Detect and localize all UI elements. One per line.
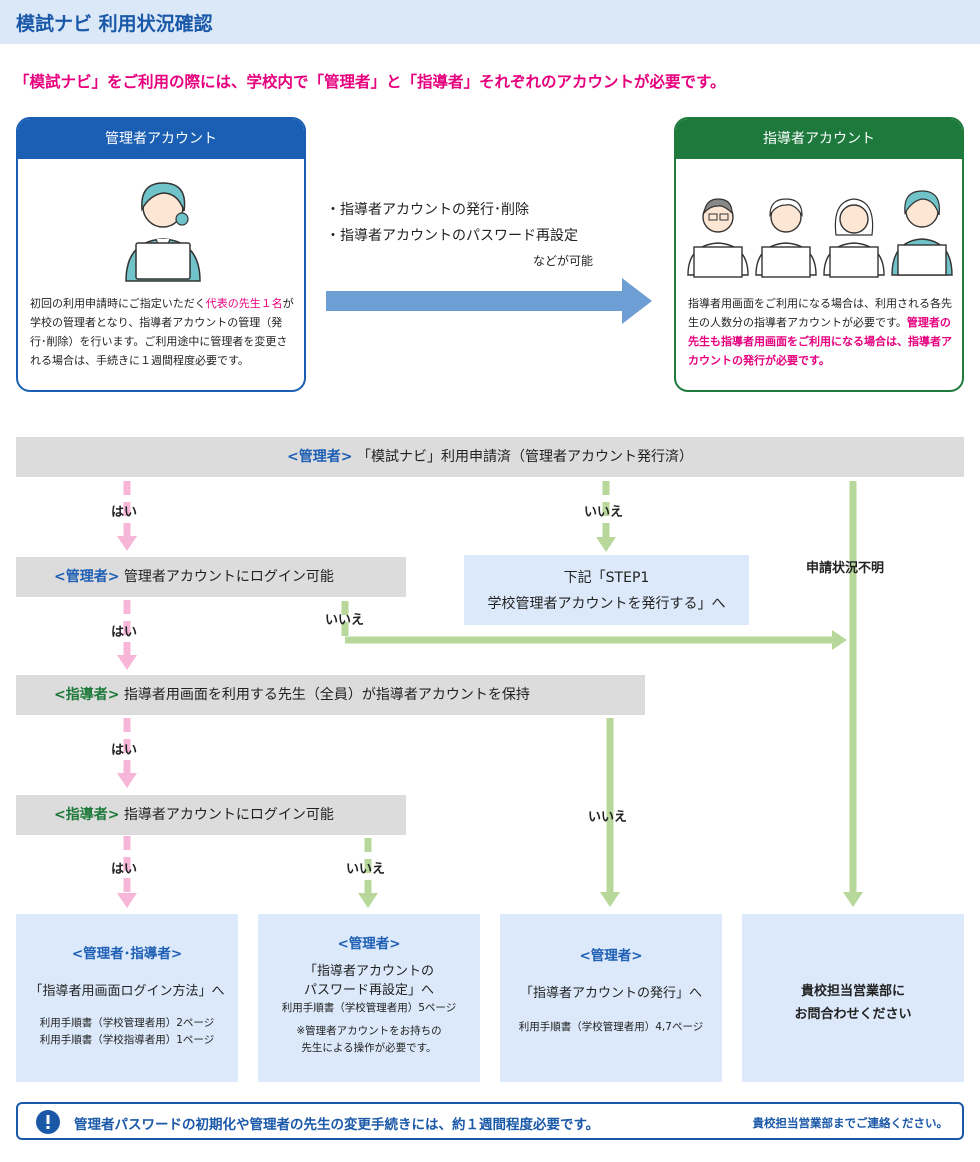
teacher-text-normal: 指導者用画面をご利用になる場合は、利用される各先生の人数分の指導者アカウントが必… xyxy=(688,297,952,329)
result-1-sub-1: 利用手順書（学校管理者用）2ページ xyxy=(39,1017,215,1029)
result-1-sub-2: 利用手順書（学校指導者用）1ページ xyxy=(39,1034,215,1046)
admin-text-part: 初回の利用申請時にご指定いただく xyxy=(30,297,206,310)
no-label-4: いいえ xyxy=(346,862,386,877)
yes-label-3: はい xyxy=(111,743,138,758)
question-3-bar: <指導者> 指導者用画面を利用する先生（全員）が指導者アカウントを保持 xyxy=(16,675,645,715)
question-2-bar: <管理者> 管理者アカウントにログイン可能 xyxy=(16,557,406,597)
result-1-main: 「指導者用画面ログイン方法」へ xyxy=(29,984,225,999)
result-2-main-1: 「指導者アカウントの xyxy=(303,964,434,979)
yes-label-4: はい xyxy=(111,862,138,877)
q2-text: 管理者アカウントにログイン可能 xyxy=(123,569,334,585)
q4-role: <指導者> xyxy=(54,807,120,823)
result-box-3: <管理者> 「指導者アカウントの発行」へ 利用手順書（学校管理者用）4,7ページ xyxy=(500,914,722,1082)
admin-card-text: 初回の利用申請時にご指定いただく代表の先生１名が学校の管理者となり、指導者アカウ… xyxy=(30,294,296,370)
no-label-3: いいえ xyxy=(588,810,628,825)
q3-role: <指導者> xyxy=(54,687,120,703)
unknown-label: 申請状況不明 xyxy=(806,561,885,576)
middle-line-1: ・指導者アカウントの発行･削除 xyxy=(326,202,529,218)
admin-text-part: が学校の管理者となり、指導者アカウントの管理（発行･削除）を行います。ご利用途中… xyxy=(30,297,294,367)
result-2-title: <管理者> xyxy=(337,936,401,952)
no-label-1: いいえ xyxy=(584,505,624,520)
teacher-account-card: 指導者アカウント 指導者用画面をご利用になる場合は、利用される各先生の人数分の指… xyxy=(674,117,964,392)
yes-label-2: はい xyxy=(111,625,138,640)
middle-line-2: ・指導者アカウントのパスワード再設定 xyxy=(326,228,578,244)
no-label-2: いいえ xyxy=(325,613,365,628)
intro-text: 「模試ナビ」をご利用の際には、学校内で「管理者」と「指導者」それぞれのアカウント… xyxy=(14,73,726,91)
step1-line-2: 学校管理者アカウントを発行する」へ xyxy=(487,596,726,612)
step1-line-1: 下記「STEP1 xyxy=(563,570,650,586)
q4-text: 指導者アカウントにログイン可能 xyxy=(123,807,334,823)
yes-label-1: はい xyxy=(111,505,138,520)
result-box-4: 貴校担当営業部に お問合わせください xyxy=(742,914,964,1082)
big-right-arrow xyxy=(326,278,652,324)
teacher-card-title: 指導者アカウント xyxy=(676,119,962,159)
result-1-title: <管理者･指導者> xyxy=(71,946,183,962)
admin-card-title: 管理者アカウント xyxy=(18,119,304,159)
admin-account-card: 管理者アカウント 初回の利用申請時にご指定いただく代表の先生１名が学校の管理者と… xyxy=(16,117,306,392)
teacher-card-text: 指導者用画面をご利用になる場合は、利用される各先生の人数分の指導者アカウントが必… xyxy=(688,294,954,370)
question-1-bar: <管理者> 「模試ナビ」利用申請済（管理者アカウント発行済） xyxy=(16,437,964,477)
result-3-sub-1: 利用手順書（学校管理者用）4,7ページ xyxy=(518,1021,704,1033)
result-3-main: 「指導者アカウントの発行」へ xyxy=(519,986,702,1001)
footer-right-text: 貴校担当営業部までご連絡ください。 xyxy=(752,1116,949,1130)
footer-notice: 管理者パスワードの初期化や管理者の先生の変更手続きには、約１週間程度必要です。 … xyxy=(16,1102,964,1140)
result-2-main-2: パスワード再設定」へ xyxy=(303,983,434,998)
q1-role: <管理者> xyxy=(287,449,353,465)
result-box-2: <管理者> 「指導者アカウントの パスワード再設定」へ 利用手順書（学校管理者用… xyxy=(258,914,480,1082)
result-2-sub-3: 先生による操作が必要です。 xyxy=(301,1042,437,1054)
result-4-main-2: お問合わせください xyxy=(794,1007,912,1022)
middle-line-3: などが可能 xyxy=(533,254,594,268)
result-box-1: <管理者･指導者> 「指導者用画面ログイン方法」へ 利用手順書（学校管理者用）2… xyxy=(16,914,238,1082)
footer-main-text: 管理者パスワードの初期化や管理者の先生の変更手続きには、約１週間程度必要です。 xyxy=(74,1117,600,1133)
admin-text-highlight: 代表の先生１名 xyxy=(205,297,283,310)
teacher-text-highlight: 管理者の先生も指導者用画面をご利用になる場合は、指導者アカウントの発行が必要です… xyxy=(688,316,952,367)
page-title: 模試ナビ 利用状況確認 xyxy=(16,13,213,35)
q2-role: <管理者> xyxy=(54,569,120,585)
step1-box: 下記「STEP1 学校管理者アカウントを発行する」へ xyxy=(464,555,749,625)
q3-text: 指導者用画面を利用する先生（全員）が指導者アカウントを保持 xyxy=(123,687,530,703)
q1-text: 「模試ナビ」利用申請済（管理者アカウント発行済） xyxy=(356,449,693,465)
admin-person-icon xyxy=(125,182,201,282)
teachers-group-icon xyxy=(687,190,953,278)
question-4-bar: <指導者> 指導者アカウントにログイン可能 xyxy=(16,795,406,835)
exclamation-icon xyxy=(36,1110,60,1134)
result-4-main-1: 貴校担当営業部に xyxy=(800,984,905,999)
arrowheads xyxy=(117,536,863,908)
result-2-sub-2: ※管理者アカウントをお持ちの xyxy=(296,1025,442,1037)
result-2-sub-1: 利用手順書（学校管理者用）5ページ xyxy=(281,1002,457,1014)
result-3-title: <管理者> xyxy=(579,948,643,964)
title-bar xyxy=(0,0,980,44)
